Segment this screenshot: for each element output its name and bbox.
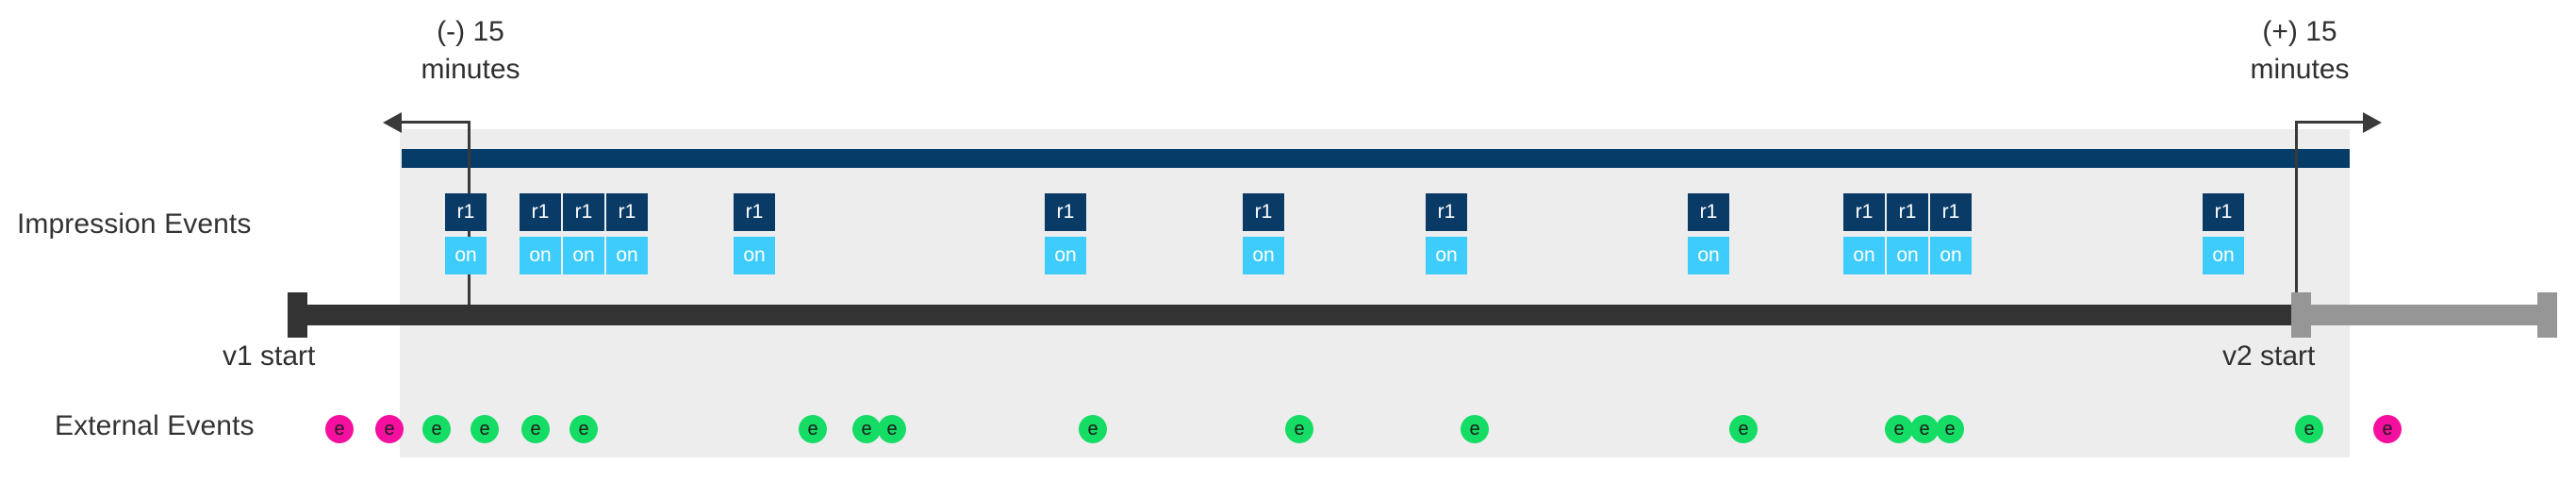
external-event-dot[interactable]: e bbox=[852, 415, 881, 443]
external-event-dot[interactable]: e bbox=[521, 415, 550, 443]
impression-request-badge: r1 bbox=[1045, 193, 1086, 231]
external-event-dot[interactable]: e bbox=[1729, 415, 1758, 443]
version-bar bbox=[402, 149, 2350, 168]
left-callout-line1: (-) 15 bbox=[437, 16, 504, 47]
external-event-dot[interactable]: e bbox=[1285, 415, 1313, 443]
impression-state-badge: on bbox=[734, 237, 775, 274]
impression-state-badge: on bbox=[1045, 237, 1086, 274]
impression-state-badge: on bbox=[520, 237, 561, 274]
impression-request-badge: r1 bbox=[563, 193, 604, 231]
impression-state-badge: on bbox=[1930, 237, 1972, 274]
impression-state-badge: on bbox=[1843, 237, 1885, 274]
impression-event-marker[interactable]: r1 on bbox=[563, 193, 604, 274]
v1-start-label: v1 start bbox=[223, 340, 316, 372]
impression-events-row-label: Impression Events bbox=[17, 208, 252, 240]
impression-event-marker[interactable]: r1 on bbox=[734, 193, 775, 274]
external-event-dot[interactable]: e bbox=[2295, 415, 2323, 443]
impression-state-badge: on bbox=[445, 237, 487, 274]
impression-state-badge: on bbox=[606, 237, 648, 274]
timeline-cap-v2-end bbox=[2537, 292, 2557, 338]
impression-request-badge: r1 bbox=[1930, 193, 1972, 231]
impression-event-marker[interactable]: r1 on bbox=[1930, 193, 1972, 274]
external-event-dot[interactable]: e bbox=[1885, 415, 1913, 443]
timeline-cap-v1-start bbox=[288, 292, 307, 338]
impression-request-badge: r1 bbox=[2203, 193, 2244, 231]
impression-request-badge: r1 bbox=[520, 193, 561, 231]
v2-start-label: v2 start bbox=[2222, 340, 2316, 372]
right-boundary-callout: (+) 15 minutes bbox=[2210, 13, 2389, 88]
impression-request-badge: r1 bbox=[734, 193, 775, 231]
external-event-dot[interactable]: e bbox=[375, 415, 404, 443]
left-arrow-shaft bbox=[400, 121, 470, 124]
right-callout-line2: minutes bbox=[2250, 53, 2350, 85]
external-event-dot[interactable]: e bbox=[1461, 415, 1489, 443]
external-event-dot[interactable]: e bbox=[471, 415, 499, 443]
left-arrow-head-icon bbox=[383, 112, 402, 133]
right-arrow-shaft bbox=[2295, 121, 2365, 124]
external-event-dot[interactable]: e bbox=[422, 415, 451, 443]
impression-event-marker[interactable]: r1 on bbox=[1688, 193, 1729, 274]
impression-request-badge: r1 bbox=[1243, 193, 1284, 231]
impression-event-marker[interactable]: r1 on bbox=[1426, 193, 1467, 274]
right-boundary-guide-line bbox=[2295, 121, 2298, 315]
external-event-dot[interactable]: e bbox=[1910, 415, 1939, 443]
external-event-dot[interactable]: e bbox=[1079, 415, 1107, 443]
impression-state-badge: on bbox=[1887, 237, 1928, 274]
external-event-dot[interactable]: e bbox=[1936, 415, 1964, 443]
impression-state-badge: on bbox=[1688, 237, 1729, 274]
impression-event-marker[interactable]: r1 on bbox=[445, 193, 487, 274]
impression-event-marker[interactable]: r1 on bbox=[1243, 193, 1284, 274]
external-event-dot[interactable]: e bbox=[2373, 415, 2402, 443]
impression-event-marker[interactable]: r1 on bbox=[606, 193, 648, 274]
timeline-segment-v2 bbox=[2297, 305, 2557, 325]
external-event-dot[interactable]: e bbox=[799, 415, 827, 443]
impression-event-marker[interactable]: r1 on bbox=[1887, 193, 1928, 274]
impression-request-badge: r1 bbox=[445, 193, 487, 231]
external-event-dot[interactable]: e bbox=[570, 415, 598, 443]
impression-request-badge: r1 bbox=[606, 193, 648, 231]
right-callout-line1: (+) 15 bbox=[2262, 16, 2337, 47]
impression-request-badge: r1 bbox=[1843, 193, 1885, 231]
impression-event-marker[interactable]: r1 on bbox=[2203, 193, 2244, 274]
timeline-cap-v2-start bbox=[2291, 292, 2311, 338]
impression-state-badge: on bbox=[1426, 237, 1467, 274]
external-event-dot[interactable]: e bbox=[878, 415, 906, 443]
external-events-row-label: External Events bbox=[55, 410, 255, 441]
left-callout-line2: minutes bbox=[421, 53, 520, 85]
right-arrow-head-icon bbox=[2363, 112, 2382, 133]
impression-state-badge: on bbox=[563, 237, 604, 274]
impression-request-badge: r1 bbox=[1887, 193, 1928, 231]
external-event-dot[interactable]: e bbox=[325, 415, 354, 443]
impression-event-marker[interactable]: r1 on bbox=[520, 193, 561, 274]
impression-state-badge: on bbox=[2203, 237, 2244, 274]
impression-event-marker[interactable]: r1 on bbox=[1045, 193, 1086, 274]
impression-state-badge: on bbox=[1243, 237, 1284, 274]
left-boundary-callout: (-) 15 minutes bbox=[381, 13, 560, 88]
impression-request-badge: r1 bbox=[1688, 193, 1729, 231]
impression-request-badge: r1 bbox=[1426, 193, 1467, 231]
measurement-window-band bbox=[400, 129, 2350, 457]
timeline-segment-v1 bbox=[288, 305, 2299, 325]
impression-event-marker[interactable]: r1 on bbox=[1843, 193, 1885, 274]
